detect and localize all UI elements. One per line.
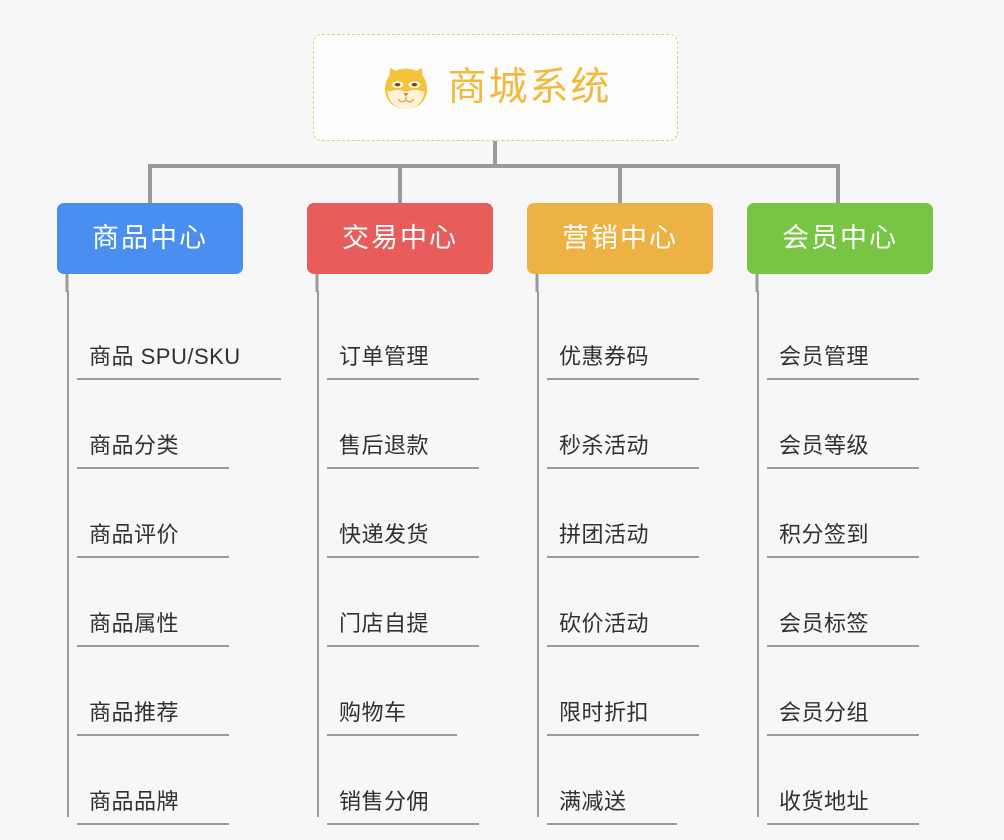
root-node[interactable]: 商城系统 <box>313 34 678 141</box>
leaf-node[interactable]: 购物车 <box>317 647 493 736</box>
leaf-node-underline <box>77 823 229 825</box>
leaf-node-underline <box>547 645 699 647</box>
leaf-node[interactable]: 销售分佣 <box>317 736 493 825</box>
branch-column: 交易中心订单管理售后退款快递发货门店自提购物车销售分佣 <box>307 203 493 825</box>
leaf-node[interactable]: 秒杀活动 <box>537 380 713 469</box>
leaf-node[interactable]: 会员等级 <box>757 380 933 469</box>
leaf-node-underline <box>327 378 479 380</box>
leaf-node-label: 收货地址 <box>779 789 870 814</box>
leaf-node-underline <box>327 734 457 736</box>
leaf-node-underline <box>547 823 677 825</box>
leaf-node-label: 商品属性 <box>89 611 180 636</box>
branch-spine-line <box>757 291 759 817</box>
leaf-node-underline <box>77 556 229 558</box>
shiba-dog-face-icon <box>379 61 433 115</box>
leaf-node-underline <box>767 556 919 558</box>
leaf-node[interactable]: 会员标签 <box>757 558 933 647</box>
leaf-node-underline <box>547 467 699 469</box>
leaf-node-label: 砍价活动 <box>559 611 650 636</box>
leaf-node[interactable]: 门店自提 <box>317 558 493 647</box>
leaf-node-label: 会员管理 <box>779 344 870 369</box>
leaf-node-underline <box>547 734 699 736</box>
leaf-node-label: 商品 SPU/SKU <box>89 344 241 369</box>
leaf-node-underline <box>327 556 479 558</box>
leaf-node[interactable]: 收货地址 <box>757 736 933 825</box>
leaf-node[interactable]: 满减送 <box>537 736 713 825</box>
category-box[interactable]: 营销中心 <box>527 203 713 274</box>
leaf-node[interactable]: 商品品牌 <box>67 736 289 825</box>
leaf-node-label: 商品推荐 <box>89 700 180 725</box>
leaf-node[interactable]: 商品 SPU/SKU <box>67 291 289 380</box>
root-title: 商城系统 <box>447 66 612 109</box>
branch-spine-line <box>537 291 539 817</box>
leaf-node[interactable]: 砍价活动 <box>537 558 713 647</box>
branch-column: 会员中心会员管理会员等级积分签到会员标签会员分组收货地址 <box>747 203 933 825</box>
leaf-node-underline <box>77 734 229 736</box>
leaf-node-underline <box>77 378 281 380</box>
leaf-node-label: 门店自提 <box>339 611 430 636</box>
category-box[interactable]: 商品中心 <box>57 203 243 274</box>
leaf-node[interactable]: 优惠券码 <box>537 291 713 380</box>
leaf-node-underline <box>77 645 229 647</box>
leaf-node-label: 秒杀活动 <box>559 433 650 458</box>
leaf-node-underline <box>327 467 479 469</box>
leaf-node-underline <box>767 645 919 647</box>
leaf-node[interactable]: 快递发货 <box>317 469 493 558</box>
leaf-node-label: 满减送 <box>559 789 627 814</box>
leaf-list: 订单管理售后退款快递发货门店自提购物车销售分佣 <box>307 291 493 825</box>
leaf-node-underline <box>77 467 229 469</box>
leaf-node[interactable]: 商品推荐 <box>67 647 289 736</box>
leaf-node[interactable]: 订单管理 <box>317 291 493 380</box>
leaf-node-label: 限时折扣 <box>559 700 650 725</box>
leaf-node[interactable]: 商品分类 <box>67 380 289 469</box>
leaf-node-underline <box>767 378 919 380</box>
leaf-node-label: 优惠券码 <box>559 344 650 369</box>
leaf-node[interactable]: 拼团活动 <box>537 469 713 558</box>
leaf-node-underline <box>547 378 699 380</box>
leaf-node-underline <box>327 823 479 825</box>
branch-spine-line <box>317 291 319 817</box>
leaf-node-underline <box>767 734 919 736</box>
leaf-node-underline <box>767 823 919 825</box>
leaf-node[interactable]: 商品评价 <box>67 469 289 558</box>
leaf-node[interactable]: 积分签到 <box>757 469 933 558</box>
leaf-node-underline <box>767 467 919 469</box>
leaf-node-label: 售后退款 <box>339 433 430 458</box>
leaf-node-label: 会员分组 <box>779 700 870 725</box>
category-box[interactable]: 交易中心 <box>307 203 493 274</box>
leaf-node-label: 快递发货 <box>339 522 430 547</box>
leaf-node-label: 商品评价 <box>89 522 180 547</box>
leaf-node-label: 订单管理 <box>339 344 430 369</box>
leaf-node-label: 商品分类 <box>89 433 180 458</box>
leaf-list: 会员管理会员等级积分签到会员标签会员分组收货地址 <box>747 291 933 825</box>
leaf-node[interactable]: 会员管理 <box>757 291 933 380</box>
category-box[interactable]: 会员中心 <box>747 203 933 274</box>
branch-column: 营销中心优惠券码秒杀活动拼团活动砍价活动限时折扣满减送 <box>527 203 713 825</box>
leaf-node-label: 购物车 <box>339 700 407 725</box>
leaf-node-label: 会员等级 <box>779 433 870 458</box>
branch-spine-line <box>67 291 69 817</box>
leaf-node[interactable]: 会员分组 <box>757 647 933 736</box>
leaf-node-underline <box>327 645 479 647</box>
leaf-node-label: 会员标签 <box>779 611 870 636</box>
leaf-node-label: 销售分佣 <box>339 789 430 814</box>
branch-column: 商品中心商品 SPU/SKU 商品分类商品评价商品属性商品推荐商品品牌 <box>57 203 289 825</box>
leaf-node[interactable]: 限时折扣 <box>537 647 713 736</box>
leaf-node-label: 积分签到 <box>779 522 870 547</box>
leaf-node-label: 商品品牌 <box>89 789 180 814</box>
leaf-list: 优惠券码秒杀活动拼团活动砍价活动限时折扣满减送 <box>527 291 713 825</box>
leaf-node-underline <box>547 556 699 558</box>
leaf-node[interactable]: 售后退款 <box>317 380 493 469</box>
leaf-list: 商品 SPU/SKU 商品分类商品评价商品属性商品推荐商品品牌 <box>57 291 289 825</box>
leaf-node-label: 拼团活动 <box>559 522 650 547</box>
leaf-node[interactable]: 商品属性 <box>67 558 289 647</box>
